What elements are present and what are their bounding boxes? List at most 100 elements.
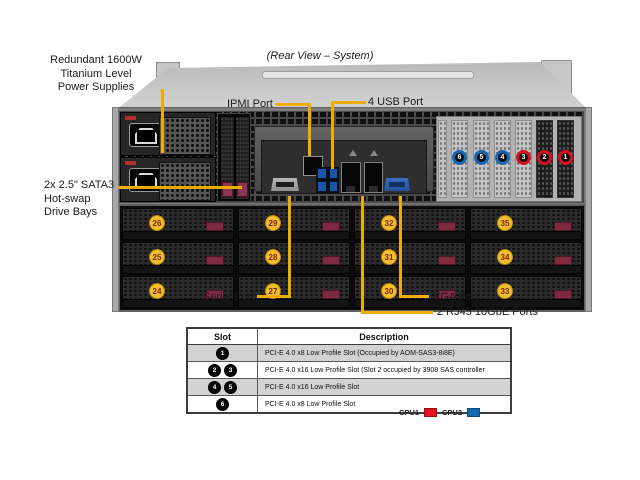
drive-tray-33: 33 [470, 276, 582, 308]
legend-cpu1-label: CPU1 [399, 408, 420, 417]
tray-latch [322, 222, 340, 231]
slot-description-table: Slot Description 1 PCI-E 4.0 x8 Low Prof… [186, 327, 512, 414]
table-row-slot2-3: 2 3 PCI-E 4.0 x16 Low Profile Slot (Slot… [188, 361, 510, 378]
serial-pins [276, 182, 294, 187]
bay-number-badge: 30 [381, 283, 397, 299]
vga-pins [389, 182, 405, 187]
tray-latch [322, 256, 340, 265]
drive-tray-30: 30 [354, 276, 466, 308]
leader-rj45-v [361, 196, 364, 314]
slot-badge-6: 6 [216, 397, 229, 411]
drive-tray-24: 24 [122, 276, 234, 308]
leader-vga-v [399, 196, 402, 298]
slot-marker-4: 4 [495, 150, 510, 165]
table-row-slot1: 1 PCI-E 4.0 x8 Low Profile Slot (Occupie… [188, 345, 510, 361]
callout-usb-port: 4 USB Port [368, 96, 424, 108]
bay-number-badge: 33 [497, 283, 513, 299]
tray-latch [206, 290, 224, 299]
slot-badge-3: 3 [224, 363, 237, 377]
slot-marker-5: 5 [474, 150, 489, 165]
leader-sata [118, 186, 242, 189]
drive-tray-32: 32 [354, 208, 466, 240]
sata3-bay [235, 116, 250, 200]
tray-latch [438, 256, 456, 265]
usb-port [328, 168, 338, 179]
chassis-side-left [112, 107, 119, 312]
leader-usb-h [333, 101, 366, 104]
psu-label-sticker [125, 116, 136, 120]
usb-port [328, 181, 338, 192]
psu-fan-grille [159, 117, 211, 155]
bay-number-badge: 35 [497, 215, 513, 231]
slot-description: PCI-E 4.0 x16 Low Profile Slot [265, 383, 360, 391]
callout-serial-port: Serial Port [203, 291, 255, 303]
drive-tray-25: 25 [122, 242, 234, 274]
callout-sata-bays: 2x 2.5" SATA3 Hot-swap Drive Bays [44, 179, 115, 218]
leader-rj45-h [361, 311, 433, 314]
leader-ipmi-h [276, 103, 311, 106]
slot-description: PCI-E 4.0 x8 Low Profile Slot [265, 400, 356, 408]
tray-latch [438, 222, 456, 231]
header-description: Description [359, 331, 409, 342]
psu-fan-grille [159, 162, 211, 201]
drive-tray-35: 35 [470, 208, 582, 240]
slot-marker-3: 3 [516, 150, 531, 165]
tray-latch [322, 290, 340, 299]
bay-number-badge: 34 [497, 249, 513, 265]
usb-port [317, 168, 327, 179]
slot-marker-1: 1 [558, 150, 573, 165]
leader-psu [161, 89, 164, 153]
sata3-hotswap-bays [217, 113, 251, 202]
slot-marker-6: 6 [452, 150, 467, 165]
legend-cpu1-swatch [424, 408, 438, 417]
rj45-10gbe-ports [341, 162, 383, 193]
ac-inlet [129, 123, 161, 147]
pci-bracket [438, 120, 447, 198]
drive-tray-31: 31 [354, 242, 466, 274]
table-row-slot4-5: 4 5 PCI-E 4.0 x16 Low Profile Slot [188, 378, 510, 395]
callout-ipmi-port: IPMI Port [227, 98, 273, 110]
callout-rj45-ports: 2 RJ45 10GbE Ports [437, 306, 538, 318]
bay-latch [237, 182, 248, 197]
bay-latch [222, 182, 233, 197]
tray-latch [554, 290, 572, 299]
leader-vga-h [399, 295, 429, 298]
slot-badge-2: 2 [208, 363, 221, 377]
bay-number-badge: 31 [381, 249, 397, 265]
drive-tray-28: 28 [238, 242, 350, 274]
slot-marker-2: 2 [537, 150, 552, 165]
vga-port [384, 178, 410, 191]
serial-port [271, 178, 299, 191]
usb-ports [316, 167, 339, 193]
drive-tray-29: 29 [238, 208, 350, 240]
chassis-side-right [585, 107, 592, 312]
slot-badge-4: 4 [208, 380, 221, 394]
power-supply-1 [120, 112, 216, 156]
legend-cpu2-swatch [467, 408, 481, 417]
legend-cpu2-label: CPU2 [442, 408, 463, 417]
slot-badge-1: 1 [216, 346, 229, 360]
leader-usb-v [331, 101, 334, 169]
table-header-row: Slot Description [188, 329, 510, 345]
usb-port [317, 181, 327, 192]
tray-latch [206, 256, 224, 265]
leader-serial-h [257, 295, 291, 298]
slot-badge-5: 5 [224, 380, 237, 394]
slot-description: PCI-E 4.0 x8 Low Profile Slot (Occupied … [265, 349, 455, 357]
bay-number-badge: 24 [149, 283, 165, 299]
bay-number-badge: 32 [381, 215, 397, 231]
callout-vga-port: VGA Port [433, 291, 479, 303]
table-row-slot6: 6 PCI-E 4.0 x8 Low Profile Slot [188, 395, 510, 412]
bay-number-badge: 28 [265, 249, 281, 265]
port-triangle-mark [349, 150, 357, 156]
slot-description: PCI-E 4.0 x16 Low Profile Slot (Slot 2 o… [265, 366, 485, 374]
tray-latch [554, 256, 572, 265]
tray-latch [206, 222, 224, 231]
bay-number-badge: 29 [265, 215, 281, 231]
psu-label-sticker [125, 161, 136, 165]
tray-latch [438, 290, 456, 299]
rj45-port [363, 162, 383, 193]
leader-serial-v [288, 196, 291, 298]
drive-tray-26: 26 [122, 208, 234, 240]
